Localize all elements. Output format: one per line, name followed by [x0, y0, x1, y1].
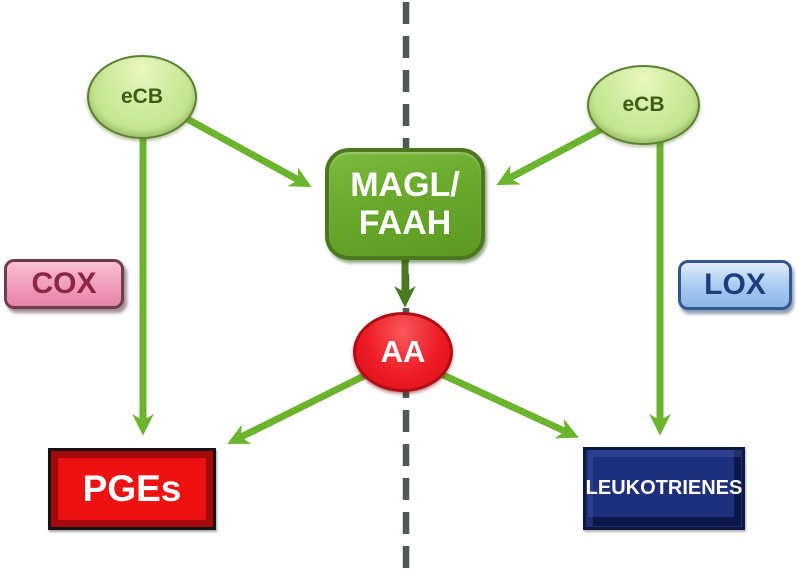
- node-ecb-left: eCB: [87, 55, 197, 139]
- arrow-aa-to-leukotrienes: [426, 364, 579, 439]
- node-magl-faah: MAGL/ FAAH: [325, 148, 485, 260]
- node-ecb-left-label: eCB: [120, 85, 163, 108]
- arrow-ecb-right-to-magl-faah: [496, 118, 617, 186]
- node-cox-label: COX: [31, 267, 97, 300]
- node-ecb-right-label: eCB: [622, 93, 665, 116]
- node-lox: LOX: [678, 260, 792, 310]
- node-cox: COX: [4, 259, 124, 309]
- arrow-aa-to-pges: [227, 364, 382, 444]
- node-pges: PGEs: [48, 448, 216, 530]
- node-magl-faah-label-line2: FAAH: [358, 204, 452, 242]
- arrow-ecb-left-to-magl-faah: [178, 111, 312, 188]
- node-ecb-right: eCB: [587, 65, 700, 145]
- node-leukotrienes: LEUKOTRIENES: [583, 447, 745, 530]
- node-magl-faah-label-line1: MAGL/: [350, 165, 460, 204]
- node-pges-label: PGEs: [82, 468, 182, 509]
- node-aa-label: AA: [380, 334, 426, 369]
- node-leukotrienes-label: LEUKOTRIENES: [585, 477, 743, 499]
- node-aa: AA: [353, 312, 453, 392]
- node-lox-label: LOX: [704, 268, 766, 301]
